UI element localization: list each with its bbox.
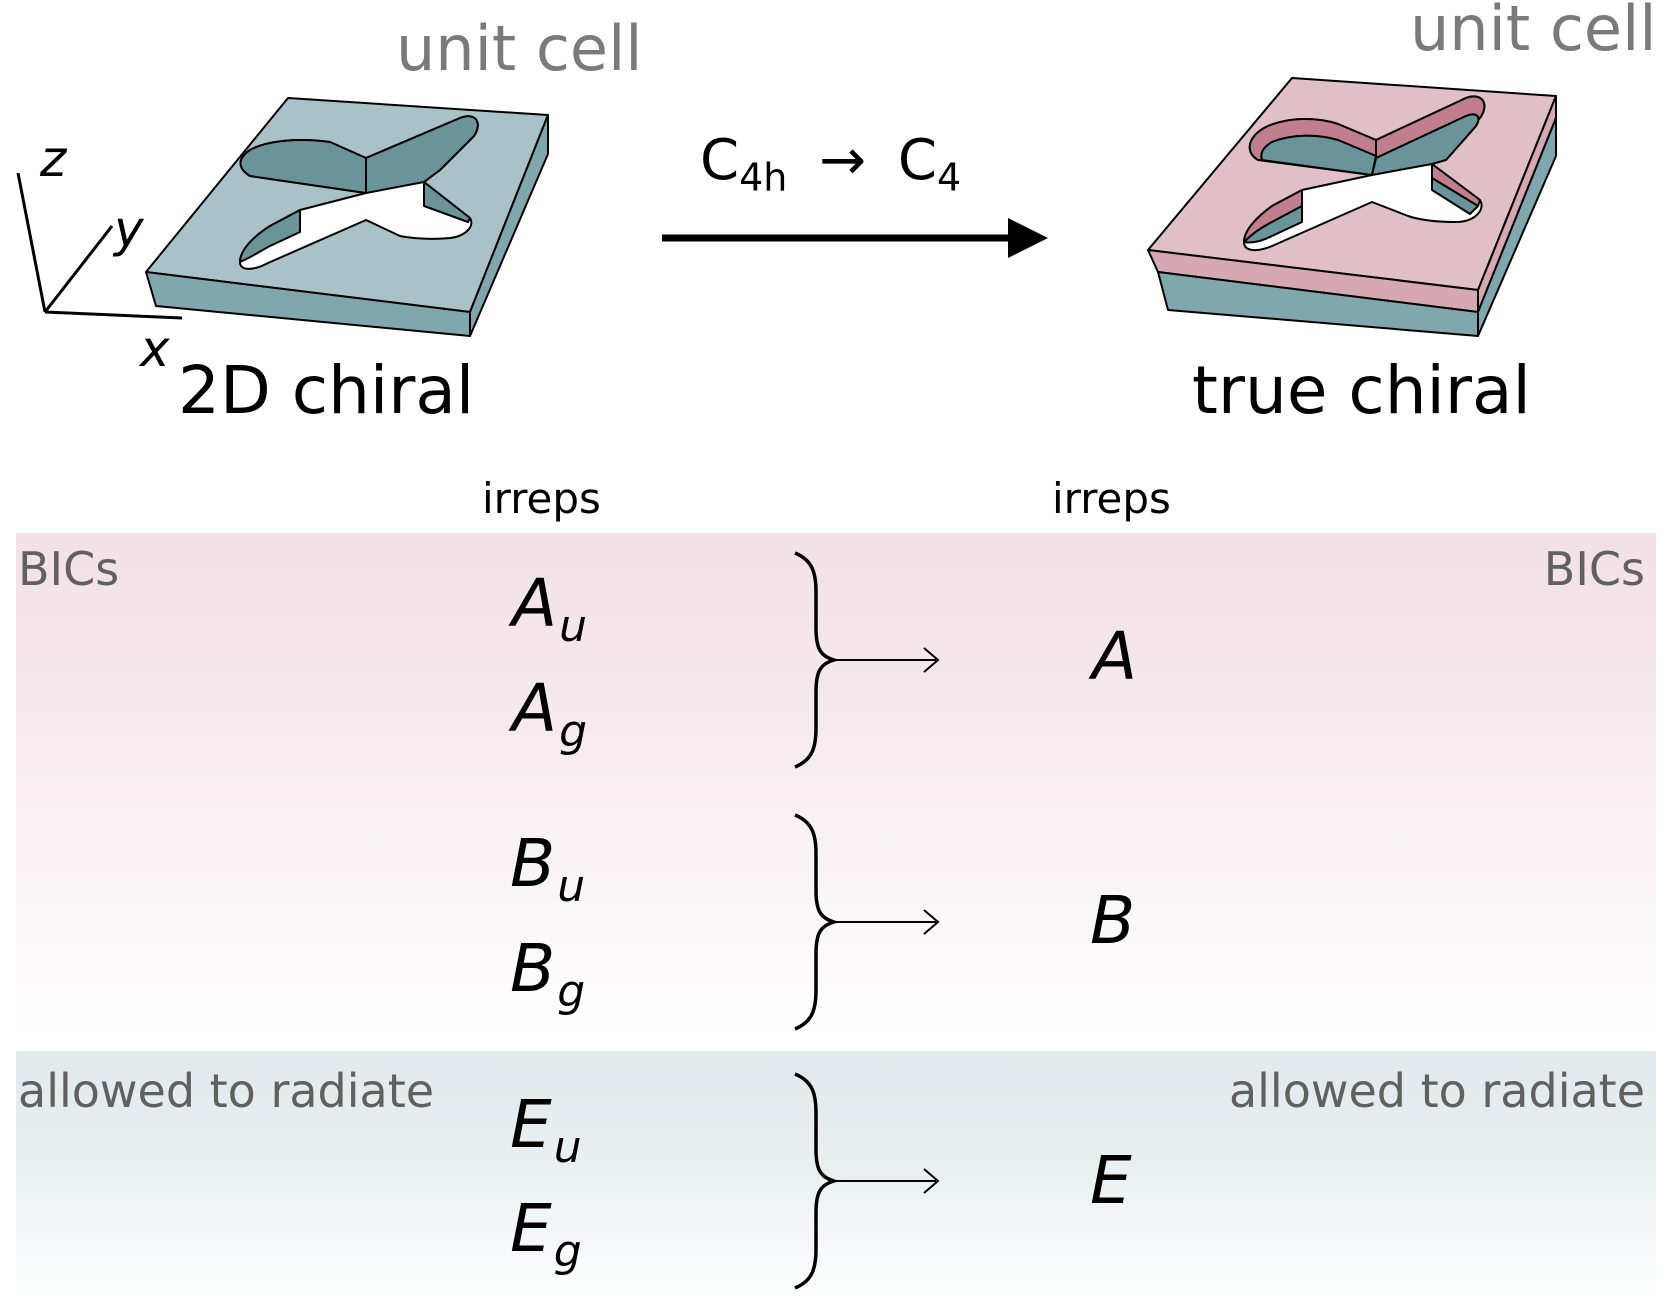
bics-label-left: BICs <box>18 542 120 596</box>
to-group-sub: 4 <box>937 155 962 200</box>
right-unit-cell <box>1147 77 1557 337</box>
transition-arrow-glyph: → <box>819 128 867 193</box>
irrep-e-u: Eu <box>510 1086 582 1174</box>
left-unit-cell-title: unit cell <box>396 12 643 85</box>
symmetry-transition-label: C4h → C4 <box>700 128 961 199</box>
irrep-e: E <box>1090 1142 1132 1219</box>
radiate-band <box>16 1051 1656 1296</box>
irrep-b-g: Bg <box>510 930 586 1018</box>
irrep-a-u: Au <box>512 565 588 653</box>
irreps-header-left: irreps <box>482 474 601 523</box>
axes-icon <box>16 172 183 320</box>
brace-group-e <box>794 1072 940 1290</box>
irrep-a: A <box>1092 618 1138 695</box>
axis-label-y: y <box>114 200 144 258</box>
brace-group-b <box>794 813 940 1031</box>
to-group: C <box>897 128 938 193</box>
brace-group-a <box>794 551 940 769</box>
irrep-b-u: Bu <box>510 825 586 913</box>
irreps-header-right: irreps <box>1052 474 1171 523</box>
radiate-label-right: allowed to radiate <box>1228 1064 1645 1118</box>
transition-arrow <box>662 218 1048 258</box>
radiate-label-left: allowed to radiate <box>18 1064 435 1118</box>
irrep-a-g: Ag <box>512 670 588 758</box>
right-cell-label: true chiral <box>1192 352 1531 429</box>
left-unit-cell <box>145 97 549 337</box>
irrep-e-g: Eg <box>510 1190 582 1278</box>
left-cell-label: 2D chiral <box>178 352 475 429</box>
right-unit-cell-title: unit cell <box>1410 0 1657 65</box>
from-group-sub: 4h <box>739 155 788 200</box>
axis-label-z: z <box>40 130 67 188</box>
axis-label-x: x <box>140 320 170 378</box>
from-group: C <box>700 128 740 193</box>
irrep-b: B <box>1090 882 1136 959</box>
bics-label-right: BICs <box>1543 542 1645 596</box>
bics-band <box>16 533 1656 1036</box>
